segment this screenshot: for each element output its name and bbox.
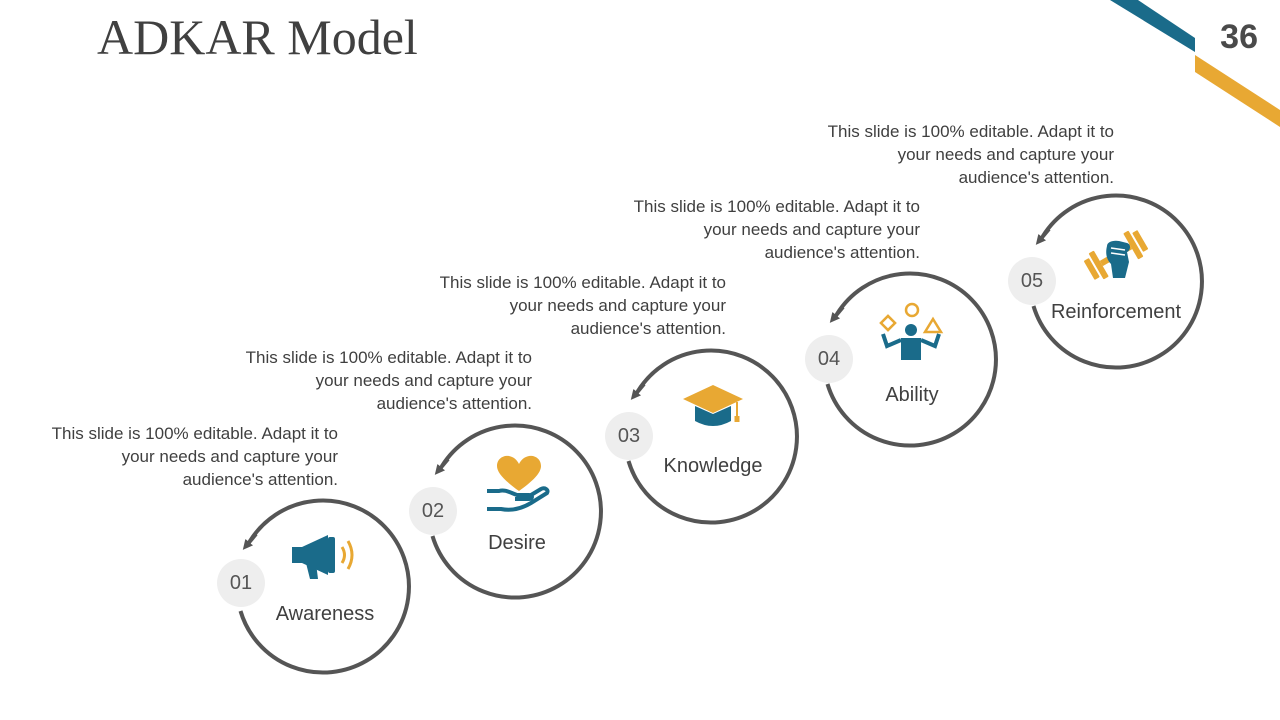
graduation-cap-icon (683, 385, 743, 426)
juggling-person-icon (879, 302, 944, 360)
step-2-label: Desire (488, 532, 546, 554)
step-5-label: Reinforcement (1050, 301, 1182, 323)
step-2-number-badge: 02 (409, 487, 457, 535)
fist-dumbbell-icon (1084, 230, 1148, 280)
step-ring-3 (626, 348, 799, 525)
step-ring-4 (825, 271, 998, 448)
step-ring-5 (1031, 193, 1204, 370)
step-4-number-badge: 04 (805, 335, 853, 383)
step-ring-2 (430, 423, 603, 600)
step-5-number-badge: 05 (1008, 257, 1056, 305)
heart-in-hand-icon (487, 455, 550, 512)
step-1-number-badge: 01 (217, 559, 265, 607)
step-4-label: Ability (885, 384, 939, 406)
step-ring-1 (238, 498, 411, 675)
step-2-description: This slide is 100% editable. Adapt it to… (245, 348, 532, 413)
step-3-description: This slide is 100% editable. Adapt it to… (439, 273, 726, 338)
step-3-number-badge: 03 (605, 412, 653, 460)
step-1-description: This slide is 100% editable. Adapt it to… (51, 424, 338, 489)
page-number: 36 (1220, 18, 1258, 56)
step-1-label: Awareness (275, 603, 375, 625)
corner-accent-stripes (1110, 0, 1280, 127)
step-4-description: This slide is 100% editable. Adapt it to… (633, 197, 920, 262)
step-3-label: Knowledge (663, 455, 763, 477)
slide-title: ADKAR Model (97, 9, 418, 65)
step-5-description: This slide is 100% editable. Adapt it to… (827, 122, 1114, 187)
megaphone-icon (292, 535, 354, 579)
